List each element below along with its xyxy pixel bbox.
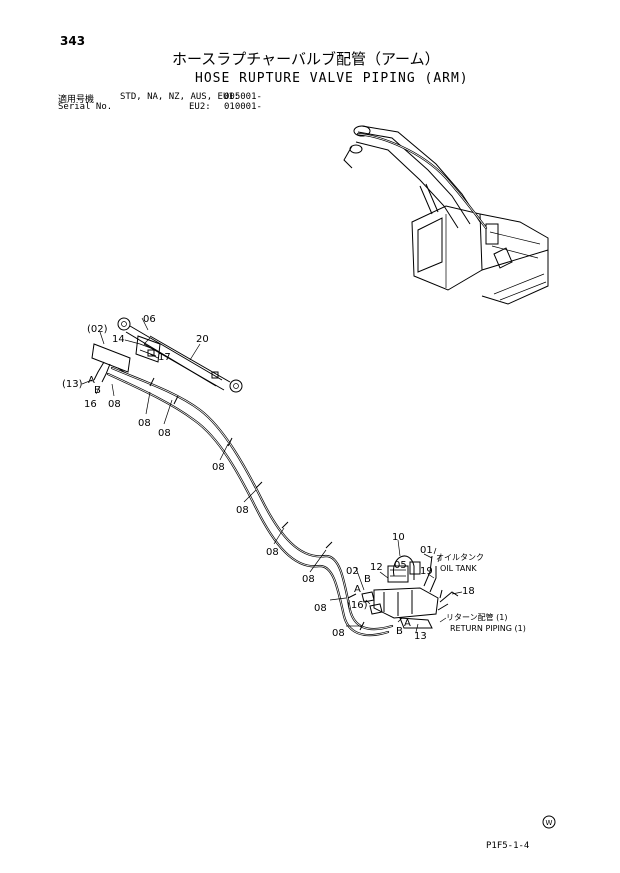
callout-08-d: 08 — [212, 462, 225, 473]
serial-label-english: Serial No. — [58, 102, 113, 112]
oil-tank-note-jp: オイルタンク — [436, 553, 484, 562]
callout-labels: 06 (02) 14 20 17 (13) A B 16 08 08 08 08… — [62, 314, 526, 642]
callout-16: 16 — [84, 399, 97, 410]
callout-14: 14 — [112, 334, 125, 345]
oil-tank-note-en: OIL TANK — [440, 564, 477, 573]
callout-16-paren: (16) — [347, 600, 368, 611]
callout-10: 10 — [392, 532, 405, 543]
leader-lines — [81, 317, 463, 633]
callout-08-h: 08 — [314, 603, 327, 614]
callout-13-paren: (13) — [62, 379, 83, 390]
serial-label-japanese: 適用号機 — [58, 95, 95, 105]
callout-08-g: 08 — [302, 574, 315, 585]
callout-B-lower-1: B — [364, 574, 371, 585]
callout-08-c: 08 — [158, 428, 171, 439]
return-piping-note-jp: リターン配管 (1) — [446, 612, 507, 622]
w-mark-letter: W — [546, 819, 553, 827]
callout-08-a: 08 — [108, 399, 121, 410]
serial-eu2-label: EU2: — [189, 102, 211, 112]
serial-range-2: 010001- — [224, 102, 262, 112]
arm-cylinder-detail — [91, 317, 243, 393]
page-number: 343 — [60, 34, 86, 48]
callout-B-lower-2: B — [396, 626, 403, 637]
callout-A-lower-1: A — [354, 584, 361, 595]
callout-08-f: 08 — [266, 547, 279, 558]
callout-A-lower-2: A — [404, 618, 411, 629]
callout-19: 19 — [420, 566, 433, 577]
return-piping-note-en: RETURN PIPING (1) — [450, 624, 526, 633]
callout-05: 05 — [394, 560, 407, 571]
hose-run-08 — [106, 366, 394, 637]
callout-12: 12 — [370, 562, 383, 573]
lower-valve-assembly — [361, 547, 459, 629]
callout-13: 13 — [414, 631, 427, 642]
callout-02-paren: (02) — [87, 324, 108, 335]
callout-20: 20 — [196, 334, 209, 345]
callout-18: 18 — [462, 586, 475, 597]
figure-code: P1F5-1-4 — [486, 841, 530, 851]
callout-01: 01 — [420, 545, 433, 556]
callout-02: 02 — [346, 566, 359, 577]
callout-B-upper: B — [94, 385, 101, 396]
excavator-illustration — [343, 125, 549, 305]
serial-range-1: 005001- — [224, 92, 262, 102]
serial-models: STD, NA, NZ, AUS, EU1: — [120, 92, 240, 102]
callout-17: 17 — [158, 352, 171, 363]
page-title-english: HOSE RUPTURE VALVE PIPING (ARM) — [195, 71, 469, 86]
callout-08-i: 08 — [332, 628, 345, 639]
w-mark-icon: W — [542, 815, 556, 829]
callout-06: 06 — [143, 314, 156, 325]
callout-08-b: 08 — [138, 418, 151, 429]
page-title-japanese: ホースラプチャーバルブ配管（アーム） — [172, 50, 440, 68]
callout-A-upper: A — [88, 375, 95, 386]
callout-08-e: 08 — [236, 505, 249, 516]
